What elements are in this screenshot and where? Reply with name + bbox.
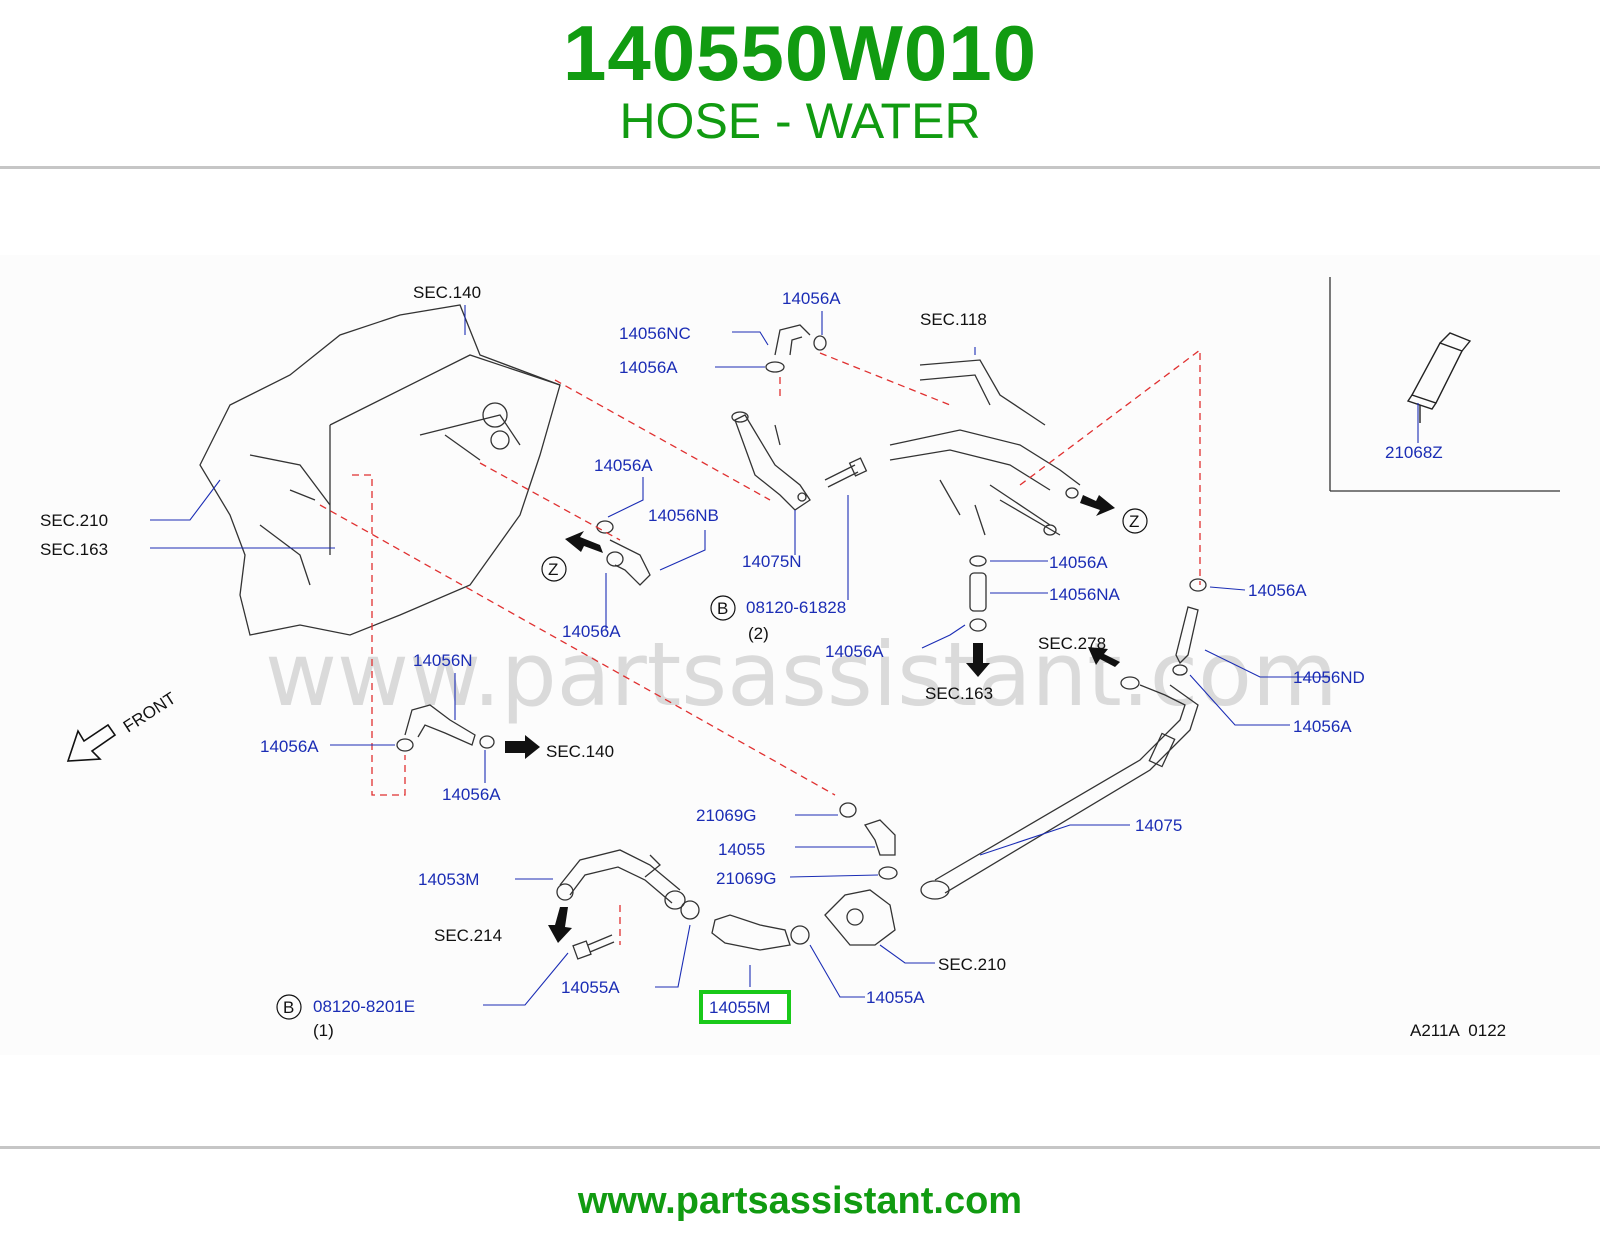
label-08120-61828[interactable]: 08120-61828 xyxy=(746,598,846,617)
label-14056a-9[interactable]: 14056A xyxy=(260,737,319,756)
label-14055[interactable]: 14055 xyxy=(718,840,765,859)
front-arrow-icon xyxy=(66,723,117,762)
z-marker-left xyxy=(541,556,567,582)
arrow-to-sec140 xyxy=(505,735,540,759)
arrow-to-sec278 xyxy=(1088,647,1120,667)
diagram-code: A211A 0122 xyxy=(1410,1021,1506,1040)
label-21068z[interactable]: 21068Z xyxy=(1385,443,1443,462)
label-14056nb[interactable]: 14056NB xyxy=(648,506,719,525)
bolt-marker-b1 xyxy=(710,595,736,621)
bolt-b1-qty: (2) xyxy=(748,624,769,643)
z-marker-right xyxy=(1122,508,1148,534)
label-14055a-2[interactable]: 14055A xyxy=(866,988,925,1007)
label-14056a-1[interactable]: 14056A xyxy=(782,289,841,308)
label-14056na[interactable]: 14056NA xyxy=(1049,585,1121,604)
label-21069g-2[interactable]: 21069G xyxy=(716,869,777,888)
label-14055a-1[interactable]: 14055A xyxy=(561,978,620,997)
watermark: www.partsassistant.com xyxy=(265,623,1338,726)
label-sec278: SEC.278 xyxy=(1038,634,1106,653)
arrow-to-sec163 xyxy=(966,643,990,677)
hose-14055m-icon xyxy=(680,900,810,951)
label-14056a-8[interactable]: 14056A xyxy=(1293,717,1352,736)
header-divider xyxy=(0,166,1600,169)
parts-diagram: www.partsassistant.com xyxy=(0,255,1600,1055)
hose-14056n-icon xyxy=(396,704,495,752)
bolt-b1-mark: B xyxy=(717,599,728,618)
footer-url[interactable]: www.partsassistant.com xyxy=(577,1180,1023,1222)
bolt-icon xyxy=(824,457,868,488)
label-14056n[interactable]: 14056N xyxy=(413,651,473,670)
label-14075n[interactable]: 14075N xyxy=(742,552,802,571)
direction-arrows xyxy=(505,495,1120,943)
highlighted-part-box xyxy=(699,990,791,1024)
water-pipe-14075-icon xyxy=(920,676,1199,900)
label-14075[interactable]: 14075 xyxy=(1135,816,1182,835)
label-21069g-1[interactable]: 21069G xyxy=(696,806,757,825)
label-sec118: SEC.118 xyxy=(920,310,987,329)
part-number-title: 140550W010 xyxy=(562,9,1038,97)
bolt-b2-qty: (1) xyxy=(313,1021,334,1040)
z-label-right: Z xyxy=(1129,512,1139,531)
label-14056nd[interactable]: 14056ND xyxy=(1293,668,1365,687)
part-name-subtitle: HOSE - WATER xyxy=(619,93,981,149)
arrow-to-z-right xyxy=(1080,495,1115,516)
label-14056a-4[interactable]: 14056A xyxy=(562,622,621,641)
label-sec140-mid: SEC.140 xyxy=(546,742,614,761)
hose-14056nd-icon xyxy=(1172,578,1207,676)
label-14056a-7[interactable]: 14056A xyxy=(1248,581,1307,600)
label-sec163-mid: SEC.163 xyxy=(925,684,993,703)
bolt-icon-bottom xyxy=(572,934,615,960)
label-sec163-left: SEC.163 xyxy=(40,540,108,559)
label-14056nc[interactable]: 14056NC xyxy=(619,324,691,343)
label-sec140-top: SEC.140 xyxy=(413,283,481,302)
label-14055m[interactable]: 14055M xyxy=(709,998,770,1017)
water-inlet-icon xyxy=(824,889,896,946)
arrow-to-sec214 xyxy=(548,907,572,943)
reference-dashed-lines xyxy=(319,348,1201,945)
footer-divider xyxy=(0,1146,1600,1149)
engine-block-icon xyxy=(199,304,561,636)
diagram-background xyxy=(0,255,1600,1055)
label-sec210-left: SEC.210 xyxy=(40,511,108,530)
hose-14055-icon xyxy=(839,802,898,880)
hose-14056nc-icon xyxy=(765,324,827,373)
hose-14056na-icon xyxy=(969,555,987,632)
bolt-marker-b2 xyxy=(276,994,302,1020)
bolt-b2-mark: B xyxy=(283,998,294,1017)
label-14056a-5[interactable]: 14056A xyxy=(1049,553,1108,572)
label-sec214: SEC.214 xyxy=(434,926,502,945)
label-14056a-6[interactable]: 14056A xyxy=(825,642,884,661)
label-08120-8201e[interactable]: 08120-8201E xyxy=(313,997,415,1016)
label-14056a-2[interactable]: 14056A xyxy=(619,358,678,377)
sealant-tube-icon xyxy=(1406,332,1472,423)
label-sec210-bottom: SEC.210 xyxy=(938,955,1006,974)
hose-14053m-icon xyxy=(556,849,686,910)
label-14056a-3[interactable]: 14056A xyxy=(594,456,653,475)
z-label-left: Z xyxy=(548,560,558,579)
label-14056a-10[interactable]: 14056A xyxy=(442,785,501,804)
arrow-to-z-left xyxy=(565,531,603,553)
inset-frame xyxy=(1329,277,1560,492)
leader-lines xyxy=(150,305,1419,1006)
label-14053m[interactable]: 14053M xyxy=(418,870,479,889)
